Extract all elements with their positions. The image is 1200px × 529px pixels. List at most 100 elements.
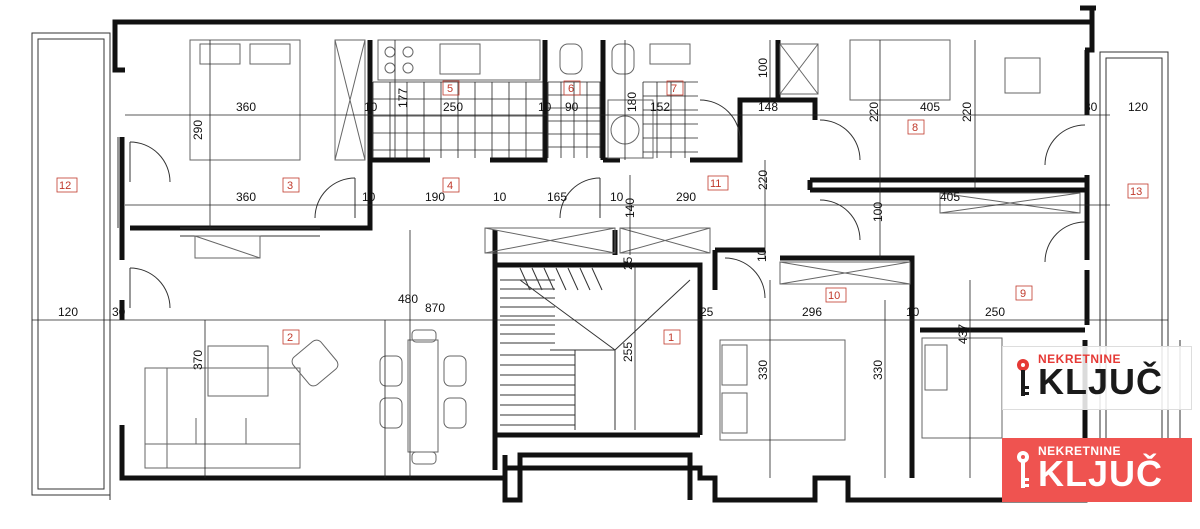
dim-250-right: 250 (985, 305, 1005, 319)
dim-120-left: 120 (58, 305, 78, 319)
room-label-13: 13 (1127, 183, 1149, 199)
stair-tread (591, 267, 603, 291)
dim-190: 190 (425, 190, 445, 204)
dim-220-a: 220 (867, 102, 881, 122)
room-label-2: 2 (282, 329, 300, 345)
bed-room-8 (849, 39, 951, 101)
stair-tread (543, 267, 555, 291)
room-label-6: 6 (563, 80, 581, 96)
dim-10: 10 (364, 100, 378, 114)
dim-220-b: 220 (960, 102, 974, 122)
toilet-7 (611, 43, 635, 75)
kitchen-counter (377, 39, 541, 81)
dim-30-left: 30 (112, 305, 126, 319)
logo-line2: KLJUČ (1038, 361, 1164, 402)
dim-148: 148 (758, 100, 778, 114)
toilet-6 (559, 43, 583, 75)
room-label-10: 10 (825, 287, 847, 303)
stair-tread (567, 267, 579, 291)
svg-text:2: 2 (287, 332, 293, 344)
room-label-1: 1 (663, 329, 681, 345)
svg-text:3: 3 (287, 180, 293, 192)
dim-30-right: 30 (1084, 100, 1098, 114)
staircase (495, 267, 700, 438)
dim-870: 870 (425, 301, 445, 315)
dim-10: 10 (610, 190, 624, 204)
bed-room-9 (921, 337, 1003, 439)
interior-walls (130, 40, 1090, 478)
logo-line2: KLJUČ (1038, 453, 1164, 494)
coffee-table (207, 345, 269, 397)
dining-table (379, 329, 467, 465)
dim-10: 10 (493, 190, 507, 204)
key-icon (1017, 359, 1029, 396)
logo-line1: NEKRETNINE (1038, 352, 1122, 366)
dim-290: 290 (191, 120, 205, 140)
dim-90: 90 (565, 100, 579, 114)
svg-text:10: 10 (828, 290, 840, 302)
svg-text:11: 11 (710, 178, 721, 190)
dim-25-a: 25 (621, 256, 635, 270)
dimension-lines (32, 40, 1168, 478)
dim-360-mid: 360 (236, 190, 256, 204)
dim-250-top: 250 (443, 100, 463, 114)
dim-25-b: 25 (700, 305, 714, 319)
svg-text:13: 13 (1130, 186, 1142, 198)
room-label-8: 8 (907, 119, 925, 135)
logo-line1: NEKRETNINE (1038, 444, 1122, 458)
bathroom-tiles-6 (547, 81, 601, 158)
room-labels: 1 2 3 4 5 6 7 8 9 10 11 12 13 (56, 80, 1149, 345)
sofa (144, 367, 301, 469)
room-label-3: 3 (282, 177, 300, 193)
dim-10: 10 (755, 248, 769, 262)
dim-296: 296 (802, 305, 822, 319)
dim-290-mid: 290 (676, 190, 696, 204)
dim-10: 10 (906, 305, 920, 319)
dim-405-mid: 405 (940, 190, 960, 204)
dim-100-mid: 100 (871, 202, 885, 222)
dim-100-top: 100 (756, 58, 770, 78)
armchair (291, 339, 339, 387)
watermark-logo-red: NEKRETNINE KLJUČ (1002, 438, 1192, 502)
room-label-4: 4 (442, 177, 460, 193)
dim-220-c: 220 (756, 170, 770, 190)
outer-walls (112, 5, 1096, 503)
dim-480: 480 (398, 292, 418, 306)
bed-room-10 (719, 339, 846, 441)
dim-330-a: 330 (756, 360, 770, 380)
key-icon (1017, 451, 1029, 488)
dim-140: 140 (623, 198, 637, 218)
room-label-7: 7 (666, 80, 684, 96)
room-label-5: 5 (442, 80, 460, 96)
dimension-labels: 360 290 10 177 250 10 90 180 152 100 148… (58, 58, 1148, 380)
dim-330-b: 330 (871, 360, 885, 380)
room-label-12: 12 (56, 177, 78, 193)
svg-text:1: 1 (668, 332, 674, 344)
doors (129, 99, 1086, 309)
dim-120-right: 120 (1128, 100, 1148, 114)
svg-text:5: 5 (447, 83, 453, 95)
room-label-11: 11 (707, 175, 729, 191)
dim-165: 165 (547, 190, 567, 204)
bathroom-tiles-7 (642, 81, 698, 158)
dim-10: 10 (362, 190, 376, 204)
svg-text:7: 7 (671, 83, 677, 95)
balcony-left (31, 32, 111, 496)
dim-180: 180 (625, 92, 639, 112)
svg-text:6: 6 (568, 83, 574, 95)
dim-370: 370 (191, 350, 205, 370)
stair-tread (555, 267, 567, 291)
dim-360-top: 360 (236, 100, 256, 114)
stair-tread (579, 267, 591, 291)
room-label-9: 9 (1015, 285, 1033, 301)
svg-text:8: 8 (912, 122, 918, 134)
dim-10: 10 (538, 100, 552, 114)
dim-152: 152 (650, 100, 670, 114)
bed-room-3 (189, 39, 301, 161)
watermark-logo: NEKRETNINE KLJUČ (1002, 346, 1192, 410)
dim-405-top: 405 (920, 100, 940, 114)
stair-tread (531, 267, 543, 291)
dim-255: 255 (621, 342, 635, 362)
kitchen-tiles (372, 81, 544, 158)
